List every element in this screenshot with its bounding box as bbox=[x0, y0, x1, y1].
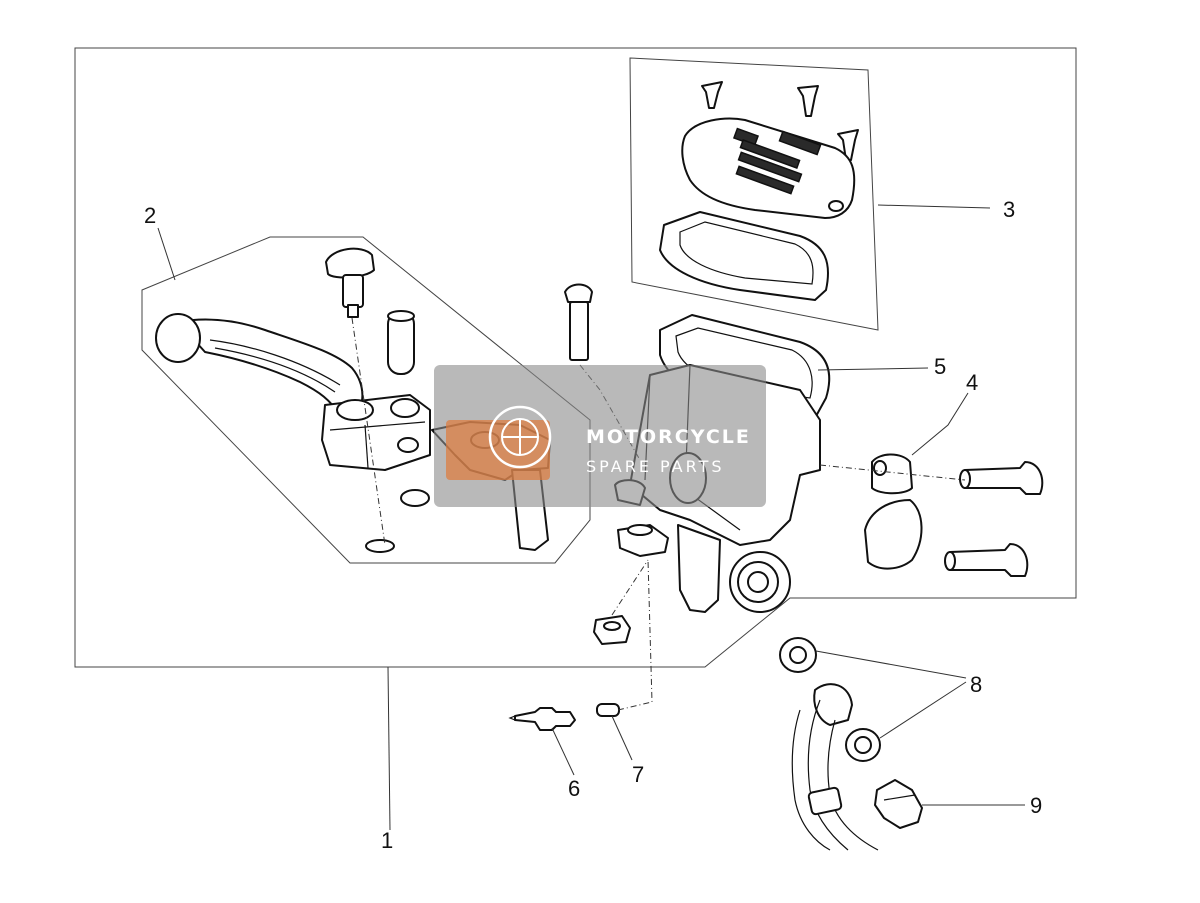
switch-pin bbox=[596, 703, 620, 717]
brake-lever bbox=[155, 313, 431, 471]
watermark: MOTORCYCLE SPARE PARTS bbox=[434, 365, 766, 507]
callout-3: 3 bbox=[1003, 197, 1015, 222]
adjuster-knob bbox=[325, 247, 375, 318]
callout-9: 9 bbox=[1030, 793, 1042, 818]
assembly-outline-box bbox=[74, 47, 1077, 668]
callout-6: 6 bbox=[568, 776, 580, 801]
callout-2: 2 bbox=[144, 203, 156, 228]
circlip-small bbox=[365, 489, 430, 553]
watermark-line2: SPARE PARTS bbox=[586, 457, 725, 476]
watermark-logo-icon bbox=[488, 405, 552, 469]
watermark-line1: MOTORCYCLE bbox=[586, 426, 751, 448]
clamp-axis-line bbox=[819, 464, 966, 481]
leader-lines bbox=[157, 204, 1025, 831]
callout-7: 7 bbox=[632, 762, 644, 787]
callout-5: 5 bbox=[934, 354, 946, 379]
cover-gasket bbox=[659, 211, 830, 301]
pivot-pin bbox=[387, 310, 415, 375]
callout-4: 4 bbox=[966, 370, 978, 395]
banjo-bolt bbox=[874, 779, 923, 829]
copper-washers bbox=[779, 637, 881, 762]
cap-label-text-block bbox=[732, 127, 822, 195]
nut-axis-line bbox=[611, 559, 649, 616]
brake-hose bbox=[791, 683, 879, 851]
callout-1: 1 bbox=[381, 828, 393, 853]
clamp-bolts bbox=[944, 461, 1044, 577]
handlebar-clamp bbox=[864, 453, 923, 570]
cover-screws bbox=[701, 81, 859, 161]
cover-group-outline bbox=[629, 57, 879, 331]
lever-group-outline bbox=[141, 236, 591, 564]
pivot-block bbox=[617, 524, 669, 557]
flange-nut bbox=[593, 615, 631, 645]
lever-axis-line bbox=[351, 317, 386, 546]
callout-8: 8 bbox=[970, 672, 982, 697]
reservoir-cap bbox=[681, 117, 856, 219]
mounting-screw bbox=[564, 283, 593, 361]
brake-light-switch bbox=[508, 707, 576, 731]
